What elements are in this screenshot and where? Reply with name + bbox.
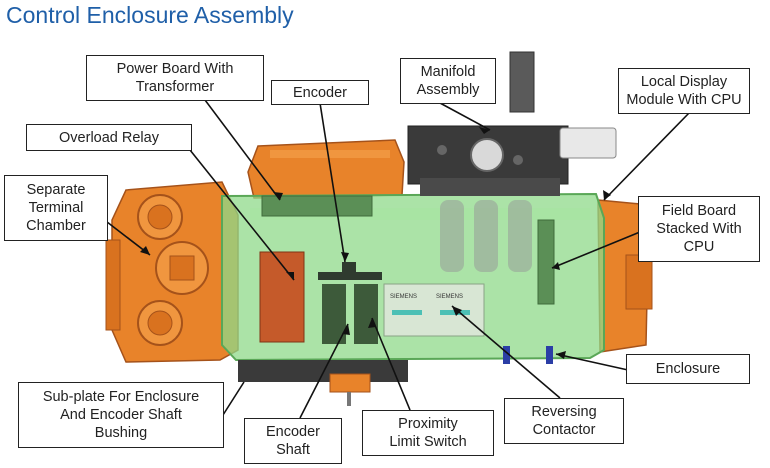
callout-terminal-chamber: Separate Terminal Chamber — [4, 175, 108, 241]
manifold-assembly — [407, 51, 617, 196]
callout-manifold: Manifold Assembly — [400, 58, 496, 104]
callout-encoder: Encoder — [271, 80, 369, 105]
leader-lines — [97, 99, 691, 419]
callout-subplate: Sub-plate For Enclosure And Encoder Shaf… — [18, 382, 224, 448]
callout-enclosure: Enclosure — [626, 354, 750, 384]
enclosure-bolt — [546, 346, 553, 364]
sub-plate — [238, 360, 408, 406]
page-title: Control Enclosure Assembly — [6, 2, 294, 28]
callout-field-board: Field Board Stacked With CPU — [638, 196, 760, 262]
callout-power-board: Power Board With Transformer — [86, 55, 264, 101]
contactor-brand-2: SIEMENS — [436, 294, 463, 300]
power-board — [261, 195, 373, 217]
callout-proximity: Proximity Limit Switch — [362, 410, 494, 456]
field-board — [537, 219, 555, 305]
reversing-contactor: SIEMENS SIEMENS — [383, 283, 485, 337]
contactor-brand-1: SIEMENS — [390, 294, 417, 300]
callout-overload-relay: Overload Relay — [26, 124, 192, 151]
leader-arrowheads — [140, 127, 611, 359]
overload-relay — [259, 251, 305, 343]
callout-local-display: Local Display Module With CPU — [618, 68, 750, 114]
callout-encoder-shaft: Encoder Shaft — [244, 418, 342, 464]
callout-reversing: Reversing Contactor — [504, 398, 624, 444]
terminal-chamber-housing — [105, 181, 239, 363]
internal-cylinders — [440, 200, 532, 272]
enclosure-bolt — [503, 346, 510, 364]
